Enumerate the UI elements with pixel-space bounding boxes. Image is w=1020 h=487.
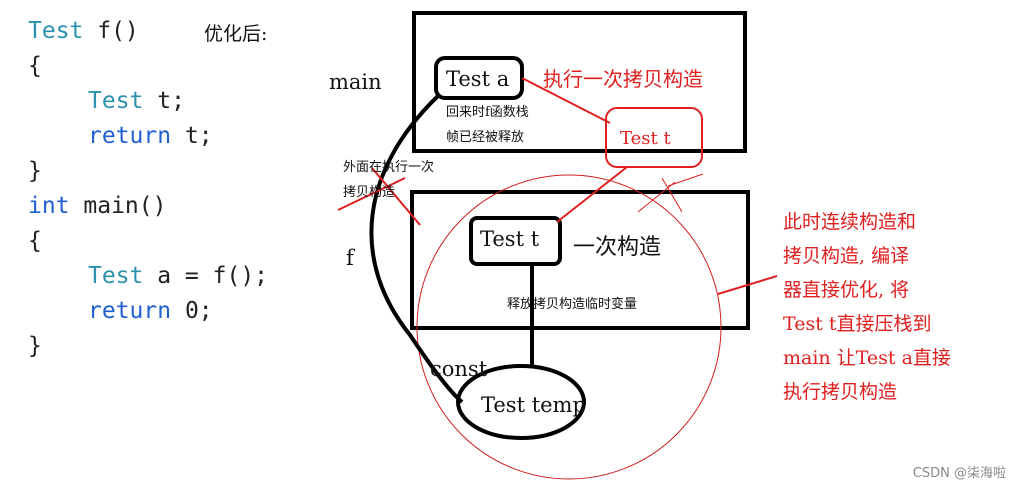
test-temp-label: Test temp bbox=[481, 393, 586, 417]
code-type: Test bbox=[28, 18, 84, 44]
f-label: f bbox=[346, 246, 354, 270]
explain-line-6: 执行拷贝构造 bbox=[783, 381, 898, 403]
code-keyword: return bbox=[88, 123, 172, 149]
release-temp-label: 释放拷贝构造临时变量 bbox=[507, 297, 638, 312]
code-keyword: int bbox=[28, 193, 70, 219]
explain-line-4: Test t直接压栈到 bbox=[783, 313, 932, 335]
code-brace: { bbox=[28, 228, 42, 254]
const-label: const bbox=[430, 357, 488, 381]
code-text: f() bbox=[83, 18, 139, 44]
code-line-4: return t; bbox=[28, 119, 268, 154]
code-brace: } bbox=[28, 333, 42, 359]
test-temp-ellipse bbox=[456, 364, 586, 440]
watermark: CSDN @柒海啦 bbox=[912, 466, 1006, 481]
test-t-label: Test t bbox=[480, 227, 540, 251]
code-line-7: { bbox=[28, 224, 268, 259]
code-line-6: int main() bbox=[28, 189, 268, 224]
one-construct-label: 一次构造 bbox=[573, 235, 662, 260]
code-type: Test bbox=[88, 88, 144, 114]
code-text: main() bbox=[69, 193, 167, 219]
red-cross-stroke-1 bbox=[337, 177, 406, 211]
code-listing: Test f() { Test t; return t; } int main(… bbox=[28, 14, 268, 364]
test-t-red-label: Test t bbox=[620, 128, 671, 149]
code-line-5: } bbox=[28, 154, 268, 189]
optimization-explanation: 此时连续构造和 拷贝构造, 编译 器直接优化, 将 Test t直接压栈到 ma… bbox=[783, 205, 951, 409]
code-text: 0; bbox=[171, 298, 213, 324]
code-text: t; bbox=[171, 123, 213, 149]
outside-copy-line-2: 拷贝构造 bbox=[343, 185, 396, 200]
red-line-a-to-t bbox=[521, 77, 611, 124]
explain-line-5: main 让Test a直接 bbox=[783, 347, 951, 369]
code-line-2: { bbox=[28, 49, 268, 84]
f-frame-box bbox=[410, 190, 750, 330]
explain-line-1: 此时连续构造和 bbox=[783, 211, 917, 233]
code-line-10: } bbox=[28, 329, 268, 364]
a-to-temp-curve bbox=[369, 92, 464, 404]
test-t-red-box bbox=[605, 107, 703, 168]
copy-once-label: 执行一次拷贝构造 bbox=[543, 67, 703, 91]
outside-copy-line-1: 外面在执行一次 bbox=[343, 160, 435, 175]
explain-line-2: 拷贝构造, 编译 bbox=[783, 245, 910, 267]
return-frame-line-1: 回来时f函数栈 bbox=[446, 105, 529, 120]
code-brace: } bbox=[28, 158, 42, 184]
explain-line-3: 器直接优化, 将 bbox=[783, 279, 910, 301]
optimized-label: 优化后: bbox=[204, 23, 268, 45]
test-t-box bbox=[469, 216, 562, 266]
code-type: Test bbox=[88, 263, 144, 289]
code-text: t; bbox=[143, 88, 185, 114]
code-text: a = f(); bbox=[143, 263, 269, 289]
main-label: main bbox=[329, 70, 382, 94]
code-brace: { bbox=[28, 53, 42, 79]
code-line-1: Test f() bbox=[28, 14, 268, 49]
red-line-t-to-t bbox=[556, 166, 628, 223]
return-frame-line-2: 帧已经被释放 bbox=[446, 130, 525, 145]
red-scribble bbox=[637, 173, 704, 213]
test-a-label: Test a bbox=[446, 67, 510, 91]
code-line-3: Test t; bbox=[28, 84, 268, 119]
red-cross-stroke-2 bbox=[371, 167, 421, 226]
code-line-9: return 0; bbox=[28, 294, 268, 329]
code-line-8: Test a = f(); bbox=[28, 259, 268, 294]
code-keyword: return bbox=[88, 298, 172, 324]
main-frame-box bbox=[412, 11, 747, 153]
red-line-to-explain bbox=[717, 275, 778, 295]
temp-region-circle bbox=[416, 174, 722, 480]
